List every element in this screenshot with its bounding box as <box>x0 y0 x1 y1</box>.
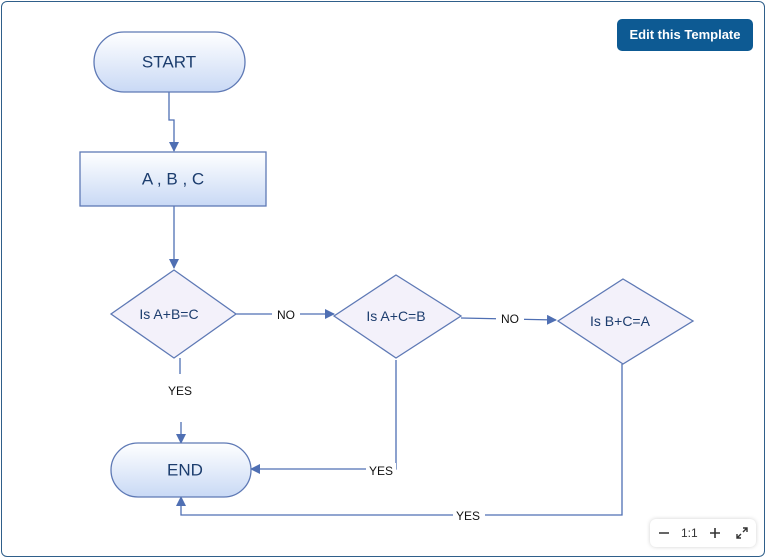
plus-icon[interactable] <box>705 523 725 543</box>
edge-label-bg <box>453 508 485 523</box>
zoom-controls: 1:1 <box>650 519 756 547</box>
start-node-label: START <box>142 53 196 72</box>
decision-node-3-label: Is B+C=A <box>590 313 651 329</box>
zoom-level[interactable]: 1:1 <box>680 526 698 540</box>
edge-label-d1-no: NO <box>277 308 295 322</box>
decision-node-3[interactable]: Is B+C=A <box>556 278 695 365</box>
decision-node-1[interactable]: Is A+B=C <box>109 269 238 359</box>
end-node[interactable]: END <box>110 442 252 498</box>
edge-start-to-input <box>168 92 179 152</box>
edge-label-d1-yes: YES <box>168 384 192 398</box>
edit-template-button[interactable]: Edit this Template <box>617 19 753 51</box>
edge-label-bg <box>272 307 300 322</box>
decision-node-1-label: Is A+B=C <box>139 306 198 322</box>
decision-node-2[interactable]: Is A+C=B <box>332 274 463 359</box>
edge-decision2-yes <box>250 360 397 474</box>
edge-label-bg <box>496 311 524 326</box>
edge-label-bg <box>366 463 396 478</box>
edge-decision3-yes <box>176 364 623 516</box>
minus-icon[interactable] <box>654 523 674 543</box>
edge-label-d2-no: NO <box>501 312 519 326</box>
input-node-label: A , B , C <box>142 170 204 189</box>
input-node[interactable]: A , B , C <box>79 151 267 207</box>
expand-icon[interactable] <box>732 523 752 543</box>
decision-node-2-label: Is A+C=B <box>366 308 425 324</box>
edge-label-d3-yes: YES <box>456 509 480 523</box>
start-node[interactable]: START <box>93 31 246 93</box>
edge-label-d2-yes: YES <box>369 464 393 478</box>
end-node-label: END <box>167 461 203 480</box>
